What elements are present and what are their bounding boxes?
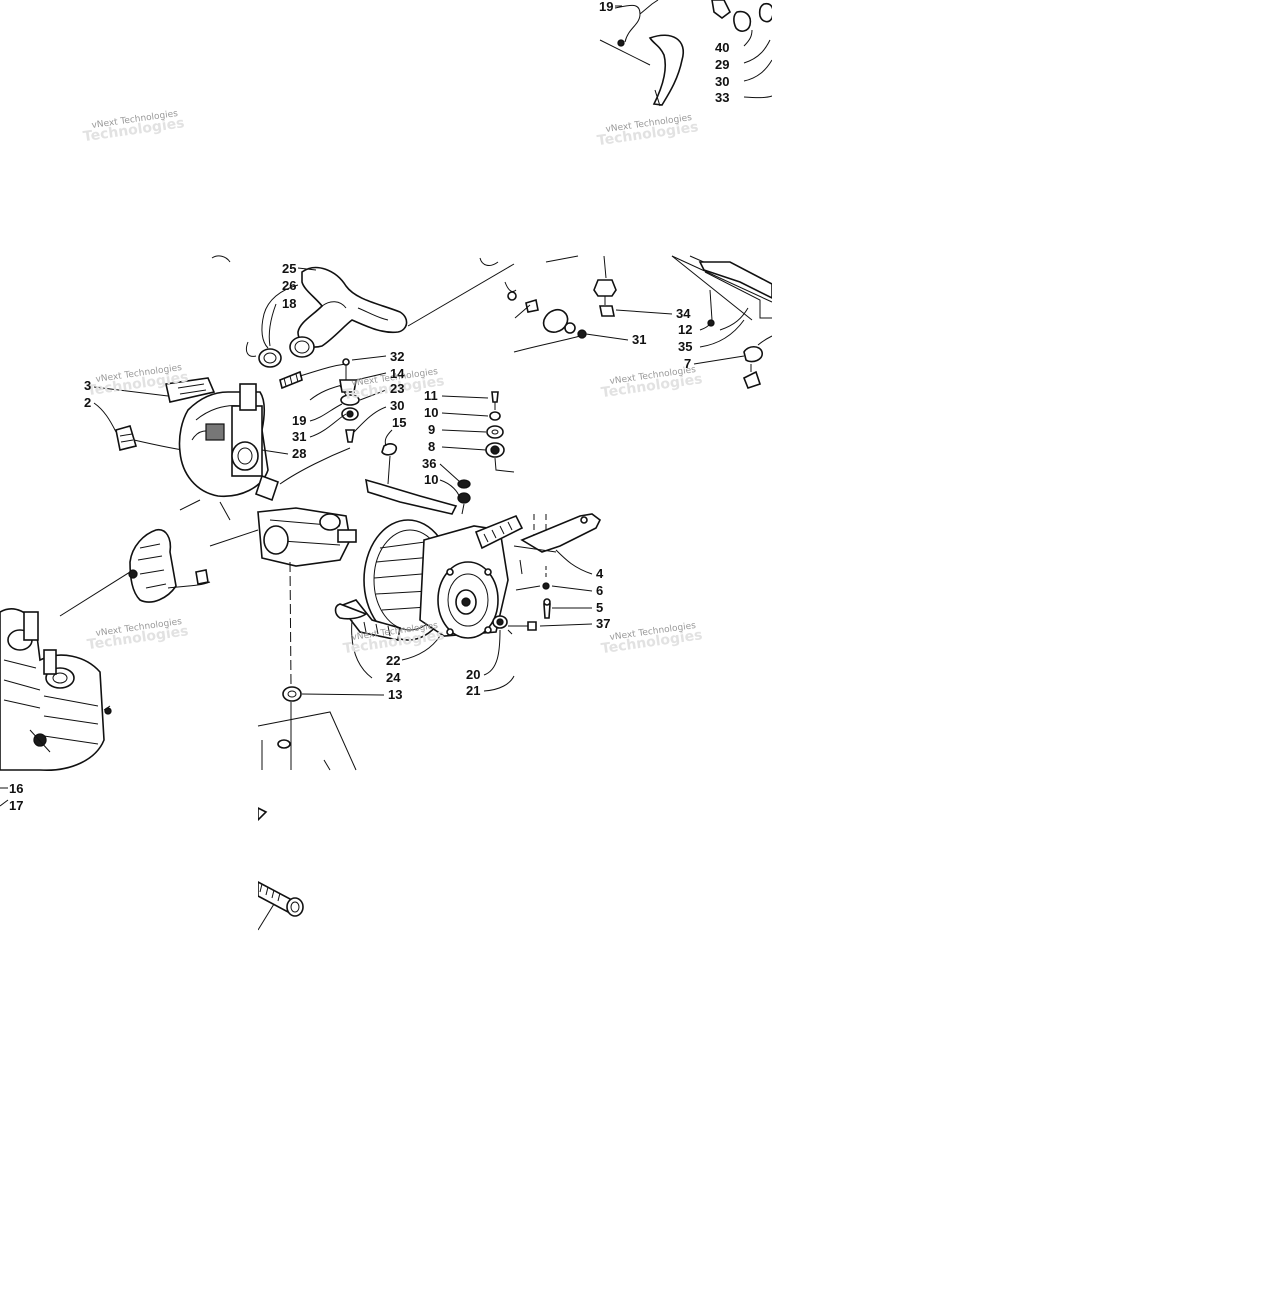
callout-label: 34 (676, 306, 691, 321)
callout-label: 31 (292, 429, 306, 444)
callout-label: 5 (596, 600, 603, 615)
callout-label: 21 (466, 683, 480, 698)
callout-label: 17 (9, 798, 23, 813)
callout-label: 3 (84, 378, 91, 393)
rail-part-drawing (365, 478, 458, 515)
callout-label: 23 (390, 381, 404, 396)
callout-label: 8 (428, 439, 435, 454)
callout-label: 29 (715, 57, 729, 72)
clamp-part-drawing (593, 279, 617, 297)
callout-label: 32 (390, 349, 404, 364)
callout-label: 7 (684, 356, 691, 371)
callout-label: 13 (388, 687, 402, 702)
isolator-part-drawing (743, 345, 763, 363)
intake-manifold-drawing (115, 255, 515, 521)
callout-labels: 19 40 29 30 33 25 26 18 32 14 23 3 2 19 … (9, 0, 729, 813)
engine-plate-drawing (513, 513, 602, 619)
callout-label: 16 (9, 781, 23, 796)
pad-part-drawing (115, 425, 138, 451)
engine-drawing (0, 507, 357, 807)
callout-label: 31 (632, 332, 646, 347)
guard-part-drawing (648, 34, 685, 106)
callout-label: 26 (282, 278, 296, 293)
callout-label: 9 (428, 422, 435, 437)
top-inset-drawing (599, 0, 774, 107)
cable-hardware-drawing (309, 358, 515, 515)
callout-label: 33 (715, 90, 729, 105)
bracket-part-drawing (504, 281, 517, 293)
leader-lines (93, 5, 745, 696)
callout-label: 18 (282, 296, 296, 311)
mount-part-drawing (542, 308, 569, 333)
frame-drawing (479, 255, 773, 389)
cable-part-drawing (614, 4, 641, 43)
callout-label: 14 (390, 366, 405, 381)
callout-label: 12 (678, 322, 692, 337)
callout-label: 19 (599, 0, 613, 14)
callout-label: 30 (390, 398, 404, 413)
callout-label: 6 (596, 583, 603, 598)
callout-label: 11 (424, 388, 438, 403)
callout-label: 30 (715, 74, 729, 89)
callout-label: 10 (424, 405, 438, 420)
bushing-part-drawing (733, 10, 752, 32)
callout-label: 36 (422, 456, 436, 471)
callout-label: 15 (392, 415, 406, 430)
callout-label: 25 (282, 261, 296, 276)
frame-rail-drawing (698, 261, 773, 300)
callout-label: 20 (466, 667, 480, 682)
callout-label: 4 (596, 566, 604, 581)
callout-label: 10 (424, 472, 438, 487)
callout-label: 40 (715, 40, 729, 55)
callout-label: 28 (292, 446, 306, 461)
callout-label: 24 (386, 670, 401, 685)
drive-clutch-drawing (334, 514, 537, 641)
callout-label: 2 (84, 395, 91, 410)
recoil-starter-drawing (129, 528, 177, 603)
callout-label: 37 (596, 616, 610, 631)
callout-label: 22 (386, 653, 400, 668)
lower-hardware-drawing (257, 561, 357, 931)
callout-label: 19 (292, 413, 306, 428)
callout-label: 35 (678, 339, 692, 354)
